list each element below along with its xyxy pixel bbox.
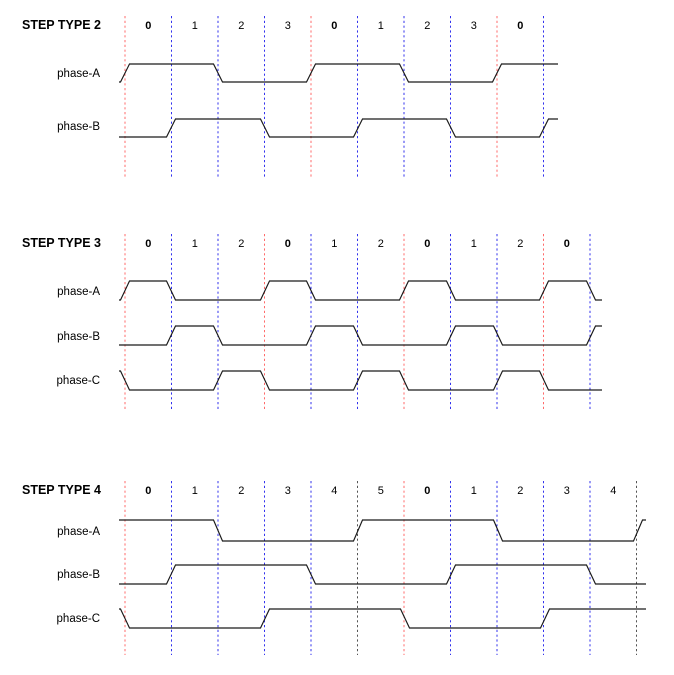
- waveform-phase-B: [119, 564, 646, 585]
- step-number-7: 1: [471, 485, 477, 497]
- section-title-step-type-3: STEP TYPE 3: [22, 236, 101, 250]
- step-number-3: 0: [285, 238, 291, 250]
- step-number-0: 0: [145, 238, 151, 250]
- step-number-6: 2: [424, 20, 430, 32]
- section-title-step-type-2: STEP TYPE 2: [22, 18, 101, 32]
- waveform-phase-A: [119, 280, 602, 301]
- waveform-phase-A: [119, 519, 646, 542]
- step-number-row: 0 1 2 3 0 1 2 3 0: [145, 20, 523, 32]
- step-number-1: 1: [192, 485, 198, 497]
- phase-row-phase-A: phase-A: [57, 519, 646, 542]
- step-number-4: 4: [331, 485, 337, 497]
- phase-row-phase-C: phase-C: [57, 370, 602, 391]
- waveform-phase-C: [119, 608, 646, 629]
- step-number-row: 0 1 2 0 1 2 0 1 2 0: [145, 238, 570, 250]
- step-number-9: 3: [564, 485, 570, 497]
- step-number-0: 0: [145, 20, 151, 32]
- step-number-8: 2: [517, 485, 523, 497]
- step-number-3: 3: [285, 485, 291, 497]
- phase-row-phase-A: phase-A: [57, 63, 558, 83]
- phase-row-phase-B: phase-B: [57, 118, 558, 138]
- waveform-phase-A: [119, 63, 558, 83]
- step-number-0: 0: [145, 485, 151, 497]
- gridline-group: [124, 16, 544, 178]
- step-number-5: 2: [378, 238, 384, 250]
- step-number-7: 3: [471, 20, 477, 32]
- phase-label-phase-C: phase-C: [57, 375, 100, 387]
- phase-row-phase-C: phase-C: [57, 608, 646, 629]
- step-number-5: 5: [378, 485, 384, 497]
- step-number-2: 2: [238, 485, 244, 497]
- step-number-1: 1: [192, 20, 198, 32]
- step-number-2: 2: [238, 20, 244, 32]
- section-step-type-3: STEP TYPE 3 0 1 2 0 1 2 0 1 2 0 phase-A phase-B phase…: [22, 234, 602, 410]
- section-step-type-4: STEP TYPE 4 0 1 2 3 4 5 0 1 2 3 4 phase-A phase-B phas…: [22, 481, 646, 655]
- gridline-group: [124, 234, 591, 410]
- step-number-8: 0: [517, 20, 523, 32]
- step-number-1: 1: [192, 238, 198, 250]
- phase-row-phase-B: phase-B: [57, 564, 646, 585]
- step-number-row: 0 1 2 3 4 5 0 1 2 3 4: [145, 485, 616, 497]
- section-step-type-2: STEP TYPE 2 0 1 2 3 0 1 2 3 0 phase-A phase-B: [22, 16, 558, 178]
- phase-label-phase-A: phase-A: [57, 68, 100, 80]
- step-number-3: 3: [285, 20, 291, 32]
- phase-label-phase-A: phase-A: [57, 286, 100, 298]
- step-number-5: 1: [378, 20, 384, 32]
- step-number-6: 0: [424, 485, 430, 497]
- phase-row-phase-A: phase-A: [57, 280, 602, 301]
- gridline-group: [124, 481, 637, 655]
- waveform-phase-B: [119, 325, 602, 346]
- waveform-phase-C: [119, 370, 602, 391]
- step-number-6: 0: [424, 238, 430, 250]
- step-number-10: 4: [610, 485, 616, 497]
- step-number-4: 1: [331, 238, 337, 250]
- phase-label-phase-B: phase-B: [57, 569, 100, 581]
- step-number-2: 2: [238, 238, 244, 250]
- step-number-7: 1: [471, 238, 477, 250]
- phase-label-phase-B: phase-B: [57, 121, 100, 133]
- phase-row-phase-B: phase-B: [57, 325, 602, 346]
- section-title-step-type-4: STEP TYPE 4: [22, 483, 101, 497]
- step-number-9: 0: [564, 238, 570, 250]
- waveform-phase-B: [119, 118, 558, 138]
- phase-label-phase-A: phase-A: [57, 526, 100, 538]
- step-number-8: 2: [517, 238, 523, 250]
- phase-label-phase-B: phase-B: [57, 331, 100, 343]
- phase-label-phase-C: phase-C: [57, 613, 100, 625]
- step-number-4: 0: [331, 20, 337, 32]
